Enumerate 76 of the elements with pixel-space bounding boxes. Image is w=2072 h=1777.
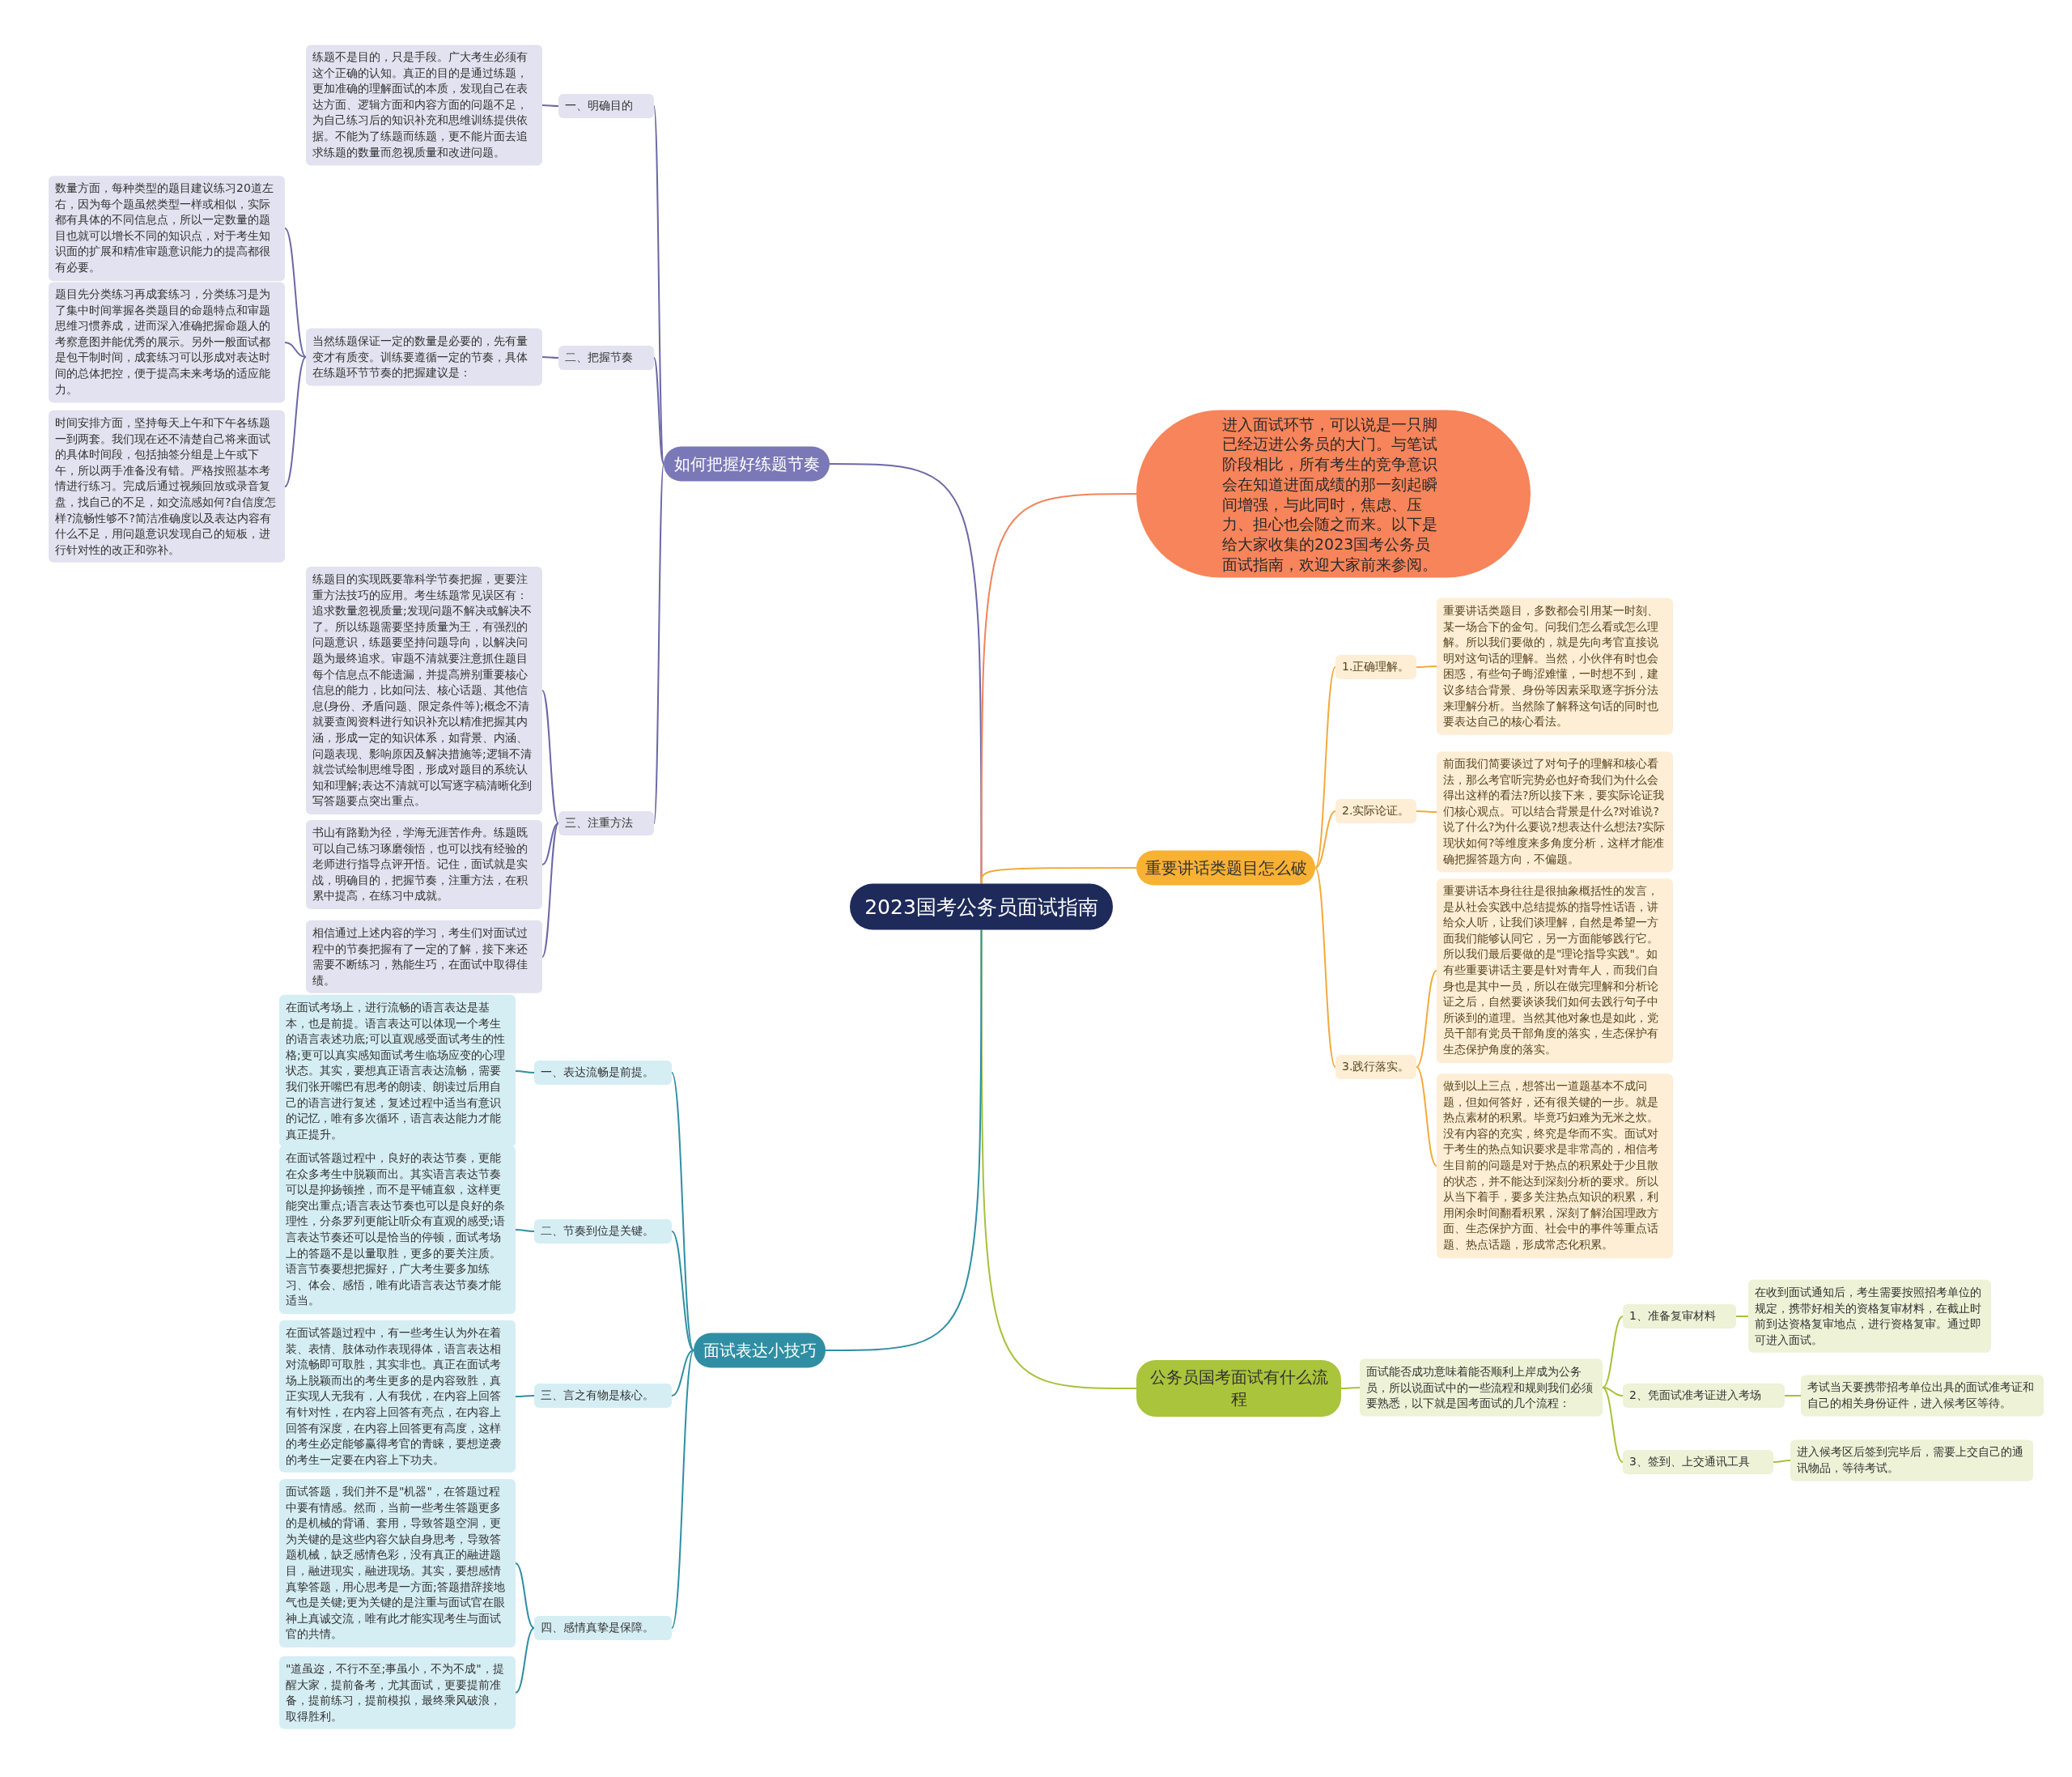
subtopic-label: 二、节奏到位是关键。: [534, 1219, 672, 1243]
note-card: 数量方面，每种类型的题目建议练习20道左右，因为每个题虽然类型一样或相似，实际都有具体的不同信息点，所以一定数量的题目也就可以增长不同的知识点，对于考生知识面的扩展和精准审题意识能力的提高都很有必要。: [49, 176, 285, 281]
connector-line: [671, 1350, 694, 1397]
subtopic-label: 三、言之有物是核心。: [534, 1384, 672, 1408]
note-card: 书山有路勤为径，学海无涯苦作舟。练题既可以自己练习琢磨领悟，也可以找有经验的老师进行指导点评开悟。记住，面试就是实战，明确目的，把握节奏，注重方法，在积累中提高，在练习中成就。: [306, 820, 542, 909]
connector-line: [1735, 1316, 1749, 1317]
connector-line: [541, 356, 559, 359]
note-card: 在收到面试通知后，考生需要按照招考单位的规定，携带好相关的资格复审材料，在截止时前到达资格复审地点，进行资格复审。通过即可进入面试。: [1748, 1279, 1991, 1354]
connector-line: [541, 823, 559, 958]
note-card: 时间安排方面，坚持每天上午和下午各练题一到两套。我们现在还不清楚自己将来面试的具体时间段，包括抽签分组是上午或下午，所以两手准备没有错。严格按照基本考情进行练习。完成后通过视频回放或录音复盘，找自己的不足，如交流感如何?自信度怎样?流畅性够不?简洁准确度以及表达内容有什么不足，用问题意识发现自己的短板，进行针对性的改正和弥补。: [49, 410, 285, 563]
connector-line: [653, 357, 664, 465]
subtopic-label: 1.正确理解。: [1335, 655, 1416, 679]
note-card: 在面试考场上，进行流畅的语言表达是基本，也是前提。语言表达可以体现一个考生的语言表述功底;可以直观感受面试考生的性格;更可以真实感知面试考生临场应变的心理状态。其实，要想真正语言表达流畅，需要我们张开嘴巴有思考的朗读、朗读过后用自己的语言进行复述，复述过程中适当有意识的记忆，唯有多次循环，语言表达能力才能真正提升。: [279, 994, 516, 1148]
connector-line: [829, 463, 983, 885]
connector-line: [1602, 1316, 1624, 1388]
subtopic-label: 四、感情真挚是保障。: [534, 1616, 672, 1640]
connector-line: [515, 1395, 535, 1397]
note-card: 当然练题保证一定的数量是必要的，先有量变才有质变。训练要遵循一定的节奏，具体在练题环节节奏的把握建议是：: [306, 328, 542, 386]
note-card: 考试当天要携带招考单位出具的面试准考证和自己的相关身份证件，进入候考区等待。: [1801, 1375, 2044, 1417]
subtopic-label: 二、把握节奏: [558, 346, 654, 370]
connector-line: [284, 227, 307, 358]
subtopic-label: 三、注重方法: [558, 811, 654, 835]
connector-line: [515, 1562, 535, 1629]
note-card: 进入候考区后签到完毕后，需要上交自己的通讯物品，等待考试。: [1790, 1439, 2033, 1482]
subtopic-label: 一、明确目的: [558, 94, 654, 118]
branch-topic: 面试表达小技巧: [694, 1333, 826, 1368]
subtopic-label: 3.践行落实。: [1335, 1055, 1416, 1079]
connector-line: [1314, 867, 1336, 1068]
connector-line: [671, 1072, 694, 1351]
connector-line: [980, 867, 1137, 885]
connector-line: [1314, 810, 1336, 869]
note-card: 相信通过上述内容的学习，考生们对面试过程中的节奏把握有了一定的了解，接下来还需要不断练习，熟能生巧，在面试中取得佳绩。: [306, 920, 542, 994]
connector-line: [1340, 1387, 1361, 1389]
branch-topic: 公务员国考面试有什么流程: [1136, 1360, 1341, 1417]
connector-line: [1602, 1387, 1624, 1463]
connector-line: [653, 463, 664, 824]
connector-line: [515, 1229, 535, 1232]
connector-line: [284, 356, 307, 487]
connector-line: [1416, 1066, 1437, 1167]
connector-line: [1773, 1460, 1791, 1463]
connector-line: [1416, 970, 1437, 1068]
connector-line: [515, 1070, 535, 1073]
connector-line: [671, 1231, 694, 1351]
note-card: 练题目的实现既要靠科学节奏把握，更要注重方法技巧的应用。考生练题常见误区有：追求数量忽视质量;发现问题不解决或解决不了。所以练题需要坚持质量为王，有强烈的问题意识，练题要坚持问题导向，以解决问题为最终追求。审题不清就要注意抓住题目每个信息点不能遗漏，并提高辨别重要核心信息的能力，比如问法、核心话题、其他信息(身份、矛盾问题、限定条件等);概念不清就要查阅资料进行知识补充以精准把握其内涵，形成一定的知识体系，如背景、内涵、问题表现、影响原因及解决措施等;逻辑不清就尝试绘制思维导图，形成对题目的系统认知和理解;表达不清就可以写逐字稿清晰化到写答题要点突出重点。: [306, 567, 542, 814]
connector-line: [541, 104, 559, 107]
connector-line: [1416, 810, 1437, 813]
note-card: 题目先分类练习再成套练习，分类练习是为了集中时间掌握各类题目的命题特点和审题思维习惯养成，进而深入准确把握命题人的考察意图并能优秀的展示。另外一般面试都是包干制时间，成套练习可以形成对表达时间的总体把控，便于提高未来考场的适应能力。: [49, 282, 285, 403]
connector-line: [980, 929, 1137, 1389]
note-card: 重要讲话类题目，多数都会引用某一时刻、某一场合下的金句。问我们怎么看或怎么理解。所以我们要做的，就是先向考官直接说明对这句话的理解。当然，小伙伴有时也会困惑，有些句子晦涩难懂，一时想不到，建议多结合背景、身份等因素采取逐字拆分法来理解分析。当然除了解释这句话的同时也要表达自己的核心看法。: [1437, 597, 1673, 735]
note-card: "道虽迩，不行不至;事虽小，不为不成"，提醒大家，提前备考，尤其面试，更要提前准备，提前练习，提前模拟，最终乘风破浪，取得胜利。: [279, 1656, 516, 1730]
branch-topic: 如何把握好练题节奏: [664, 446, 830, 482]
note-card: 前面我们简要谈过了对句子的理解和核心看法，那么考官听完势必也好奇我们为什么会得出这样的看法?所以接下来，要实际论证我们核心观点。可以结合背景是什么?对谁说?说了什么?为什么要说?想表达什么想法?实际现状如何?等维度来多角度分析，这样才能准确把握答题方向，不偏题。: [1437, 751, 1673, 873]
note-card: 面试能否成功意味着能否顺利上岸成为公务员，所以说面试中的一些流程和规则我们必须要熟悉，以下就是国考面试的几个流程：: [1360, 1358, 1603, 1417]
connector-line: [671, 1350, 694, 1629]
connector-line: [515, 1627, 535, 1694]
connector-line: [825, 929, 983, 1351]
subtopic-label: 一、表达流畅是前提。: [534, 1061, 672, 1085]
note-card: 面试答题，我们并不是"机器"，在答题过程中要有情感。然而，当前一些考生答题更多的是机械的背诵、套用，导致答题空洞，更为关键的是这些内容欠缺自身思考，导致答题机械，缺乏感情色彩，没有真正的融进题目，融进现实，融进现场。其实，要想感情真挚答题，用心思考是一方面;答题措辞接地气也是关键;更为关键的是注重与面试官在眼神上真诚交流，唯有此才能实现考生与面试官的共情。: [279, 1479, 516, 1647]
connector-line: [1416, 665, 1437, 668]
connector-line: [1602, 1387, 1624, 1397]
connector-line: [284, 342, 307, 358]
note-card: 重要讲话本身往往是很抽象概括性的发言，是从社会实践中总结提炼的指导性话语，讲给众人听，让我们谈理解，自然是希望一方面我们能够认同它，另一方面能够践行它。所以我们最后要做的是"理论指导实践"。如有些重要讲话主要是针对青年人，而我们自身也是其中一员，所以在做完理解和分析论证之后，自然要谈谈我们如何去践行句子中所谈到的道理。当然其他对象也是如此，党员干部有党员干部角度的落实，生态保护有生态保护角度的落实。: [1437, 878, 1673, 1063]
subtopic-label: 1、准备复审材料: [1623, 1304, 1736, 1328]
subtopic-label: 2.实际论证。: [1335, 799, 1416, 823]
note-card: 练题不是目的，只是手段。广大考生必须有这个正确的认知。真正的目的是通过练题，更加准确的理解面试的本质，发现自己在表达方面、逻辑方面和内容方面的问题不足，为自己练习后的知识补充和思维训练提供依据。不能为了练题而练题，更不能片面去追求练题的数量而忽视质量和改进问题。: [306, 45, 542, 166]
note-card: 在面试答题过程中，有一些考生认为外在着装、表情、肢体动作表现得体，语言表达相对流畅即可取胜，其实非也。真正在面试考场上脱颖而出的考生更多的是内容致胜，真正实现人无我有，人有我优，在内容上回答有针对性，在内容上回答有亮点，在内容上回答有深度，在内容上回答更有高度，这样的考生必定能够赢得考官的青睐，要想逆袭的考生一定要在内容上下功夫。: [279, 1320, 516, 1473]
connector-line: [541, 823, 559, 865]
note-card: 在面试答题过程中，良好的表达节奏，更能在众多考生中脱颖而出。其实语言表达节奏可以是抑扬顿挫，而不是平铺直叙，这样更能突出重点;语言表达节奏也可以是良好的条理性，分条罗列更能让听众有直观的感受;语言表达节奏还可以是恰当的停顿，面试考场上的答题不是以量取胜，更多的要关注质。语言节奏要想把握好，广大考生要多加练习、体会、感悟，唯有此语言表达节奏才能适当。: [279, 1146, 516, 1314]
central-topic: 2023国考公务员面试指南: [850, 883, 1113, 930]
connector-line: [1784, 1395, 1802, 1397]
note-card: 做到以上三点，想答出一道题基本不成问题，但如何答好，还有很关键的一步。就是热点素材的积累。毕竟巧妇难为无米之炊。没有内容的充实，终究是华而不实。面试对于考生的热点知识要求是非常高的，相信考生目前的问题是对于热点的积累处于少且散的状态，并不能达到深刻分析的要求。所以从当下着手，要多关注热点知识的积累，利用闲余时间翻看积累，深刻了解治国理政方面、生态保护方面、社会中的事件等重点话题、热点话题，形成常态化积累。: [1437, 1073, 1673, 1258]
connector-line: [541, 690, 559, 824]
connector-line: [1314, 666, 1336, 869]
subtopic-label: 3、签到、上交通讯工具: [1623, 1450, 1773, 1474]
subtopic-label: 2、凭面试准考证进入考场: [1623, 1384, 1785, 1408]
branch-topic: 重要讲话类题目怎么破: [1136, 850, 1315, 886]
